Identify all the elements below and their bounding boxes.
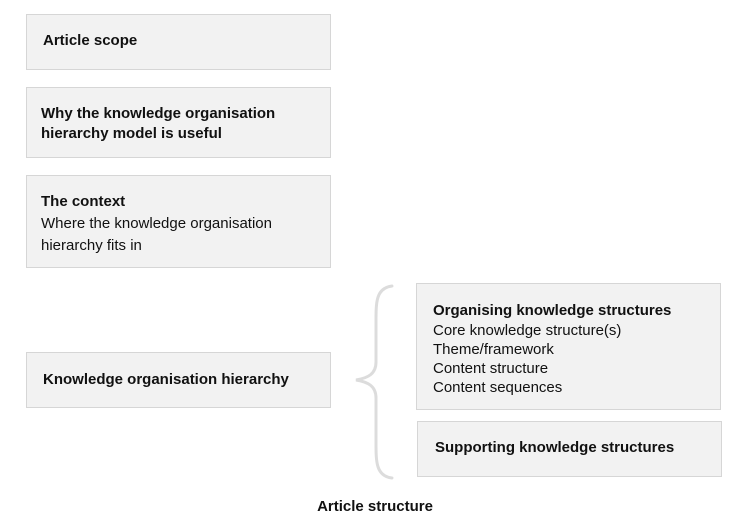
- context-title: The context: [41, 193, 126, 210]
- list-item: Theme/framework: [433, 341, 554, 358]
- context-box: The context Where the knowledge organisa…: [26, 175, 331, 268]
- organising-items-list: Core knowledge structure(s) Theme/framew…: [433, 321, 718, 397]
- context-description-line: hierarchy fits in: [41, 237, 142, 254]
- supporting-knowledge-structures-box: Supporting knowledge structures: [417, 421, 722, 477]
- diagram-caption: Article structure: [317, 498, 433, 515]
- knowledge-organisation-hierarchy-box: Knowledge organisation hierarchy: [26, 352, 331, 408]
- why-useful-box: Why the knowledge organisation hierarchy…: [26, 87, 331, 158]
- context-description: Where the knowledge organisation hierarc…: [41, 213, 326, 257]
- context-description-line: Where the knowledge organisation: [41, 215, 272, 232]
- article-scope-box: Article scope: [26, 14, 331, 70]
- supporting-knowledge-structures-title: Supporting knowledge structures: [435, 439, 675, 456]
- list-item: Core knowledge structure(s): [433, 322, 622, 339]
- organising-knowledge-structures-box: Organising knowledge structures Core kno…: [416, 283, 721, 410]
- why-useful-title-line: Why the knowledge organisation: [41, 105, 276, 122]
- list-item: Content structure: [433, 360, 549, 377]
- why-useful-title-line: hierarchy model is useful: [41, 125, 222, 142]
- organising-knowledge-structures-title: Organising knowledge structures: [433, 302, 672, 319]
- curly-brace: [355, 284, 394, 480]
- knowledge-organisation-hierarchy-title: Knowledge organisation hierarchy: [43, 371, 289, 388]
- list-item: Content sequences: [433, 379, 563, 396]
- article-scope-title: Article scope: [43, 32, 138, 49]
- why-useful-title: Why the knowledge organisation hierarchy…: [41, 104, 326, 144]
